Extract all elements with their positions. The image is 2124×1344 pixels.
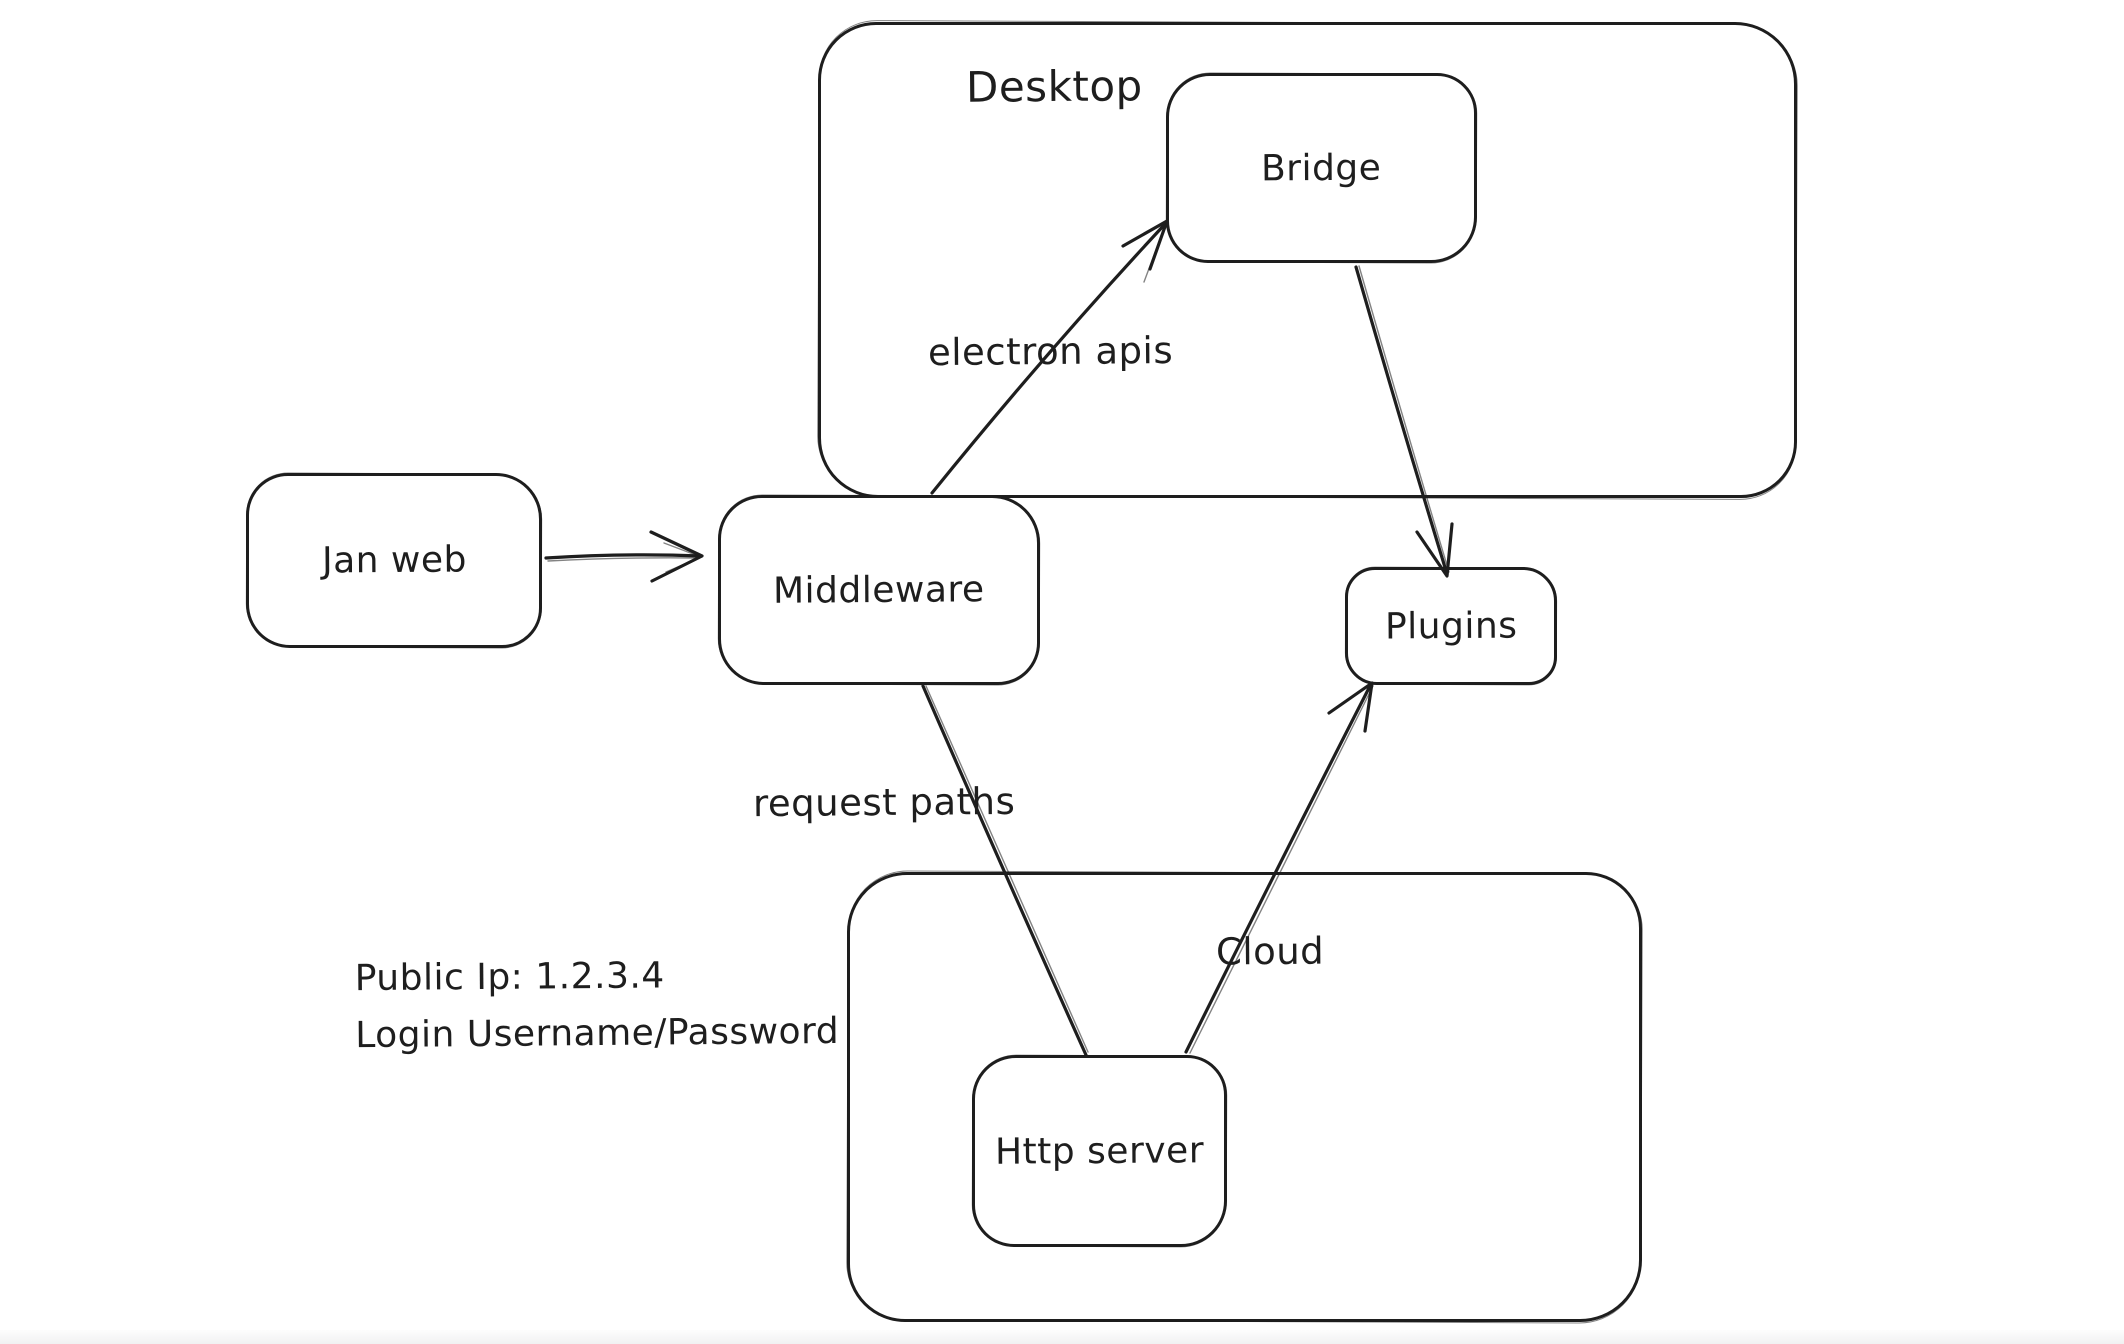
desktop-label[interactable]: Desktop <box>965 61 1143 112</box>
arrow-jan-web-to-middleware[interactable] <box>544 530 704 583</box>
jan-web-label: Jan web <box>321 539 467 582</box>
jan-web-node[interactable]: Jan web <box>246 473 542 648</box>
plugins-label: Plugins <box>1384 605 1518 647</box>
request-paths-edge-label[interactable]: request paths <box>752 779 1016 826</box>
arrow-bridge-to-plugins[interactable] <box>1354 265 1454 578</box>
bridge-label: Bridge <box>1261 147 1382 189</box>
cloud-label[interactable]: Cloud <box>1215 929 1325 974</box>
electron-apis-edge-label[interactable]: electron apis <box>927 328 1174 375</box>
canvas-bottom-edge <box>0 1330 2124 1344</box>
line-middleware-to-http-server[interactable] <box>921 684 1089 1057</box>
credentials-note-line2: Login Username/Password <box>355 1010 840 1057</box>
middleware-label: Middleware <box>773 568 985 612</box>
arrow-http-server-to-plugins[interactable] <box>1184 681 1374 1054</box>
credentials-note-line1: Public Ip: 1.2.3.4 <box>354 955 665 1000</box>
cloud-container-box[interactable] <box>847 872 1642 1322</box>
http-server-node[interactable]: Http server <box>972 1055 1227 1247</box>
plugins-node[interactable]: Plugins <box>1345 567 1557 685</box>
middleware-node[interactable]: Middleware <box>718 495 1040 685</box>
credentials-note[interactable]: Public Ip: 1.2.3.4 Login Username/Passwo… <box>355 946 840 1064</box>
http-server-label: Http server <box>994 1129 1205 1173</box>
desktop-container-box[interactable] <box>818 22 1797 498</box>
bridge-node[interactable]: Bridge <box>1166 73 1477 263</box>
